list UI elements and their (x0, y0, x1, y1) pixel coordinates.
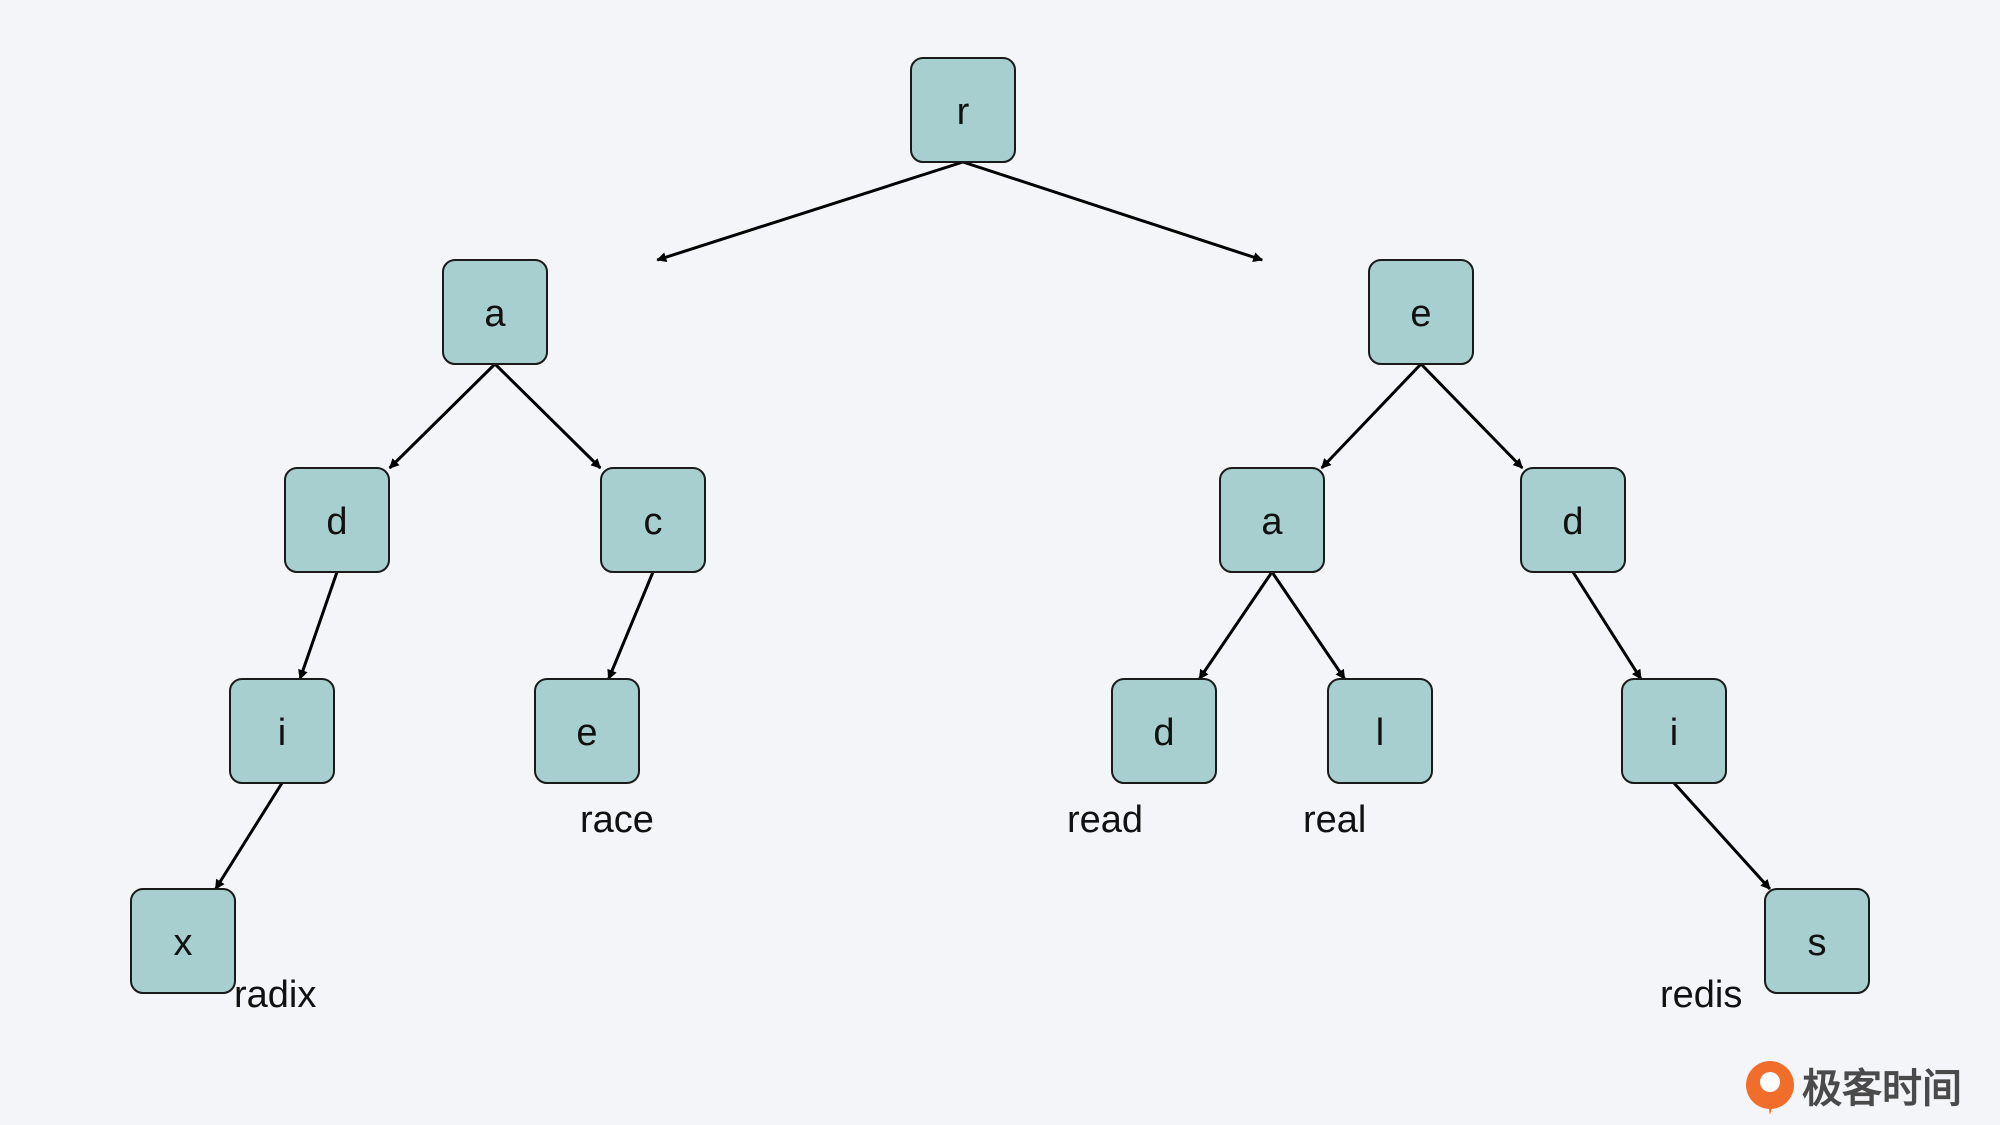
nodes-layer: r a e d c a d i e d l i x s (130, 57, 1870, 994)
node-label: s (1808, 922, 1827, 964)
node-label: d (1153, 712, 1174, 754)
tree-node-root: r (910, 57, 1016, 163)
node-label: d (326, 501, 347, 543)
node-box (910, 57, 1016, 163)
node-box (1368, 259, 1474, 365)
tree-node-e1: e (1368, 259, 1474, 365)
edge-root-e1 (962, 160, 1264, 262)
edge-e1-d2 (1419, 362, 1524, 470)
node-box (1520, 467, 1626, 573)
node-label: c (644, 501, 663, 543)
tree-node-l1: l (1327, 678, 1433, 784)
tree-node-c1: c (600, 467, 706, 573)
edge-e1-a2 (1320, 362, 1423, 470)
edge-root-a1 (656, 160, 964, 263)
word-label-race: race (580, 799, 654, 841)
node-label: i (1670, 712, 1678, 754)
edge-d2-i2 (1571, 571, 1643, 680)
edge-a1-c1 (493, 362, 602, 470)
tree-node-d2: d (1520, 467, 1626, 573)
tree-node-a1: a (442, 259, 548, 365)
node-label: x (174, 922, 193, 964)
edge-a1-d1 (388, 362, 497, 470)
node-label: r (957, 91, 970, 133)
edge-a2-l1 (1270, 571, 1346, 680)
tree-node-i2: i (1621, 678, 1727, 784)
word-label-read: read (1067, 799, 1143, 841)
tree-node-d1: d (284, 467, 390, 573)
node-box (534, 678, 640, 784)
tree-node-d3: d (1111, 678, 1217, 784)
node-label: a (484, 293, 506, 335)
edge-c1-e2 (607, 571, 655, 680)
node-label: d (1562, 501, 1583, 543)
brand-name: 极客时间 (1802, 1066, 1962, 1112)
tree-node-e2: e (534, 678, 640, 784)
node-box (1764, 888, 1870, 994)
word-label-radix: radix (234, 974, 316, 1016)
node-box (229, 678, 335, 784)
node-label: e (576, 712, 597, 754)
tree-node-x1: x (130, 888, 236, 994)
node-box (1621, 678, 1727, 784)
node-box (130, 888, 236, 994)
edge-a2-d3 (1198, 571, 1274, 680)
node-box (442, 259, 548, 365)
edge-d1-i1 (298, 571, 339, 680)
word-label-redis: redis (1660, 974, 1742, 1016)
node-label: l (1376, 712, 1384, 754)
edges-layer (214, 160, 1772, 891)
tree-node-s1: s (1764, 888, 1870, 994)
words-layer: radix race read real redis (234, 799, 1742, 1016)
tree-node-i1: i (229, 678, 335, 784)
brand-logo: 极客时间 (1746, 1061, 1962, 1115)
node-box (1327, 678, 1433, 784)
edge-i2-s1 (1672, 781, 1772, 891)
geektime-logo-icon (1746, 1061, 1794, 1115)
node-box (1111, 678, 1217, 784)
node-label: e (1410, 293, 1431, 335)
word-label-real: real (1303, 799, 1366, 841)
node-box (1219, 467, 1325, 573)
node-label: i (278, 712, 286, 754)
node-label: a (1261, 501, 1283, 543)
edge-i1-x1 (214, 782, 284, 890)
node-box (600, 467, 706, 573)
tree-node-a2: a (1219, 467, 1325, 573)
node-box (284, 467, 390, 573)
